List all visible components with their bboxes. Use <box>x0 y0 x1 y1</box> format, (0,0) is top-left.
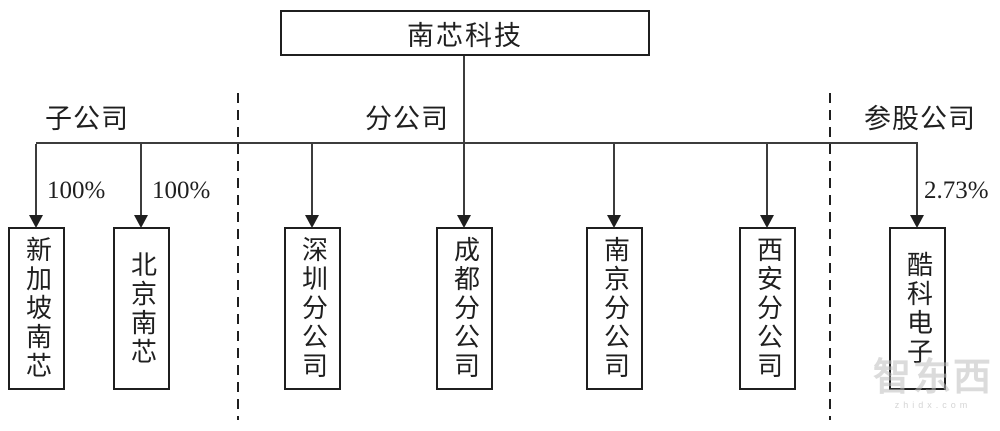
company-label-kuke: 酷科电子 <box>903 250 933 367</box>
company-box-chengdu: 成都分公司 <box>436 227 493 390</box>
company-label-chengdu: 成都分公司 <box>450 236 480 381</box>
section-divider-left <box>237 93 239 420</box>
connector-line-chengdu <box>463 144 465 216</box>
arrowhead-icon-chengdu <box>457 215 471 228</box>
company-box-singapore: 新加坡南芯 <box>8 227 65 390</box>
arrowhead-icon-xian <box>760 215 774 228</box>
ownership-label-kuke: 2.73% <box>924 177 989 204</box>
company-label-nanjing: 南京分公司 <box>600 236 630 381</box>
arrowhead-icon-beijing <box>134 215 148 228</box>
arrowhead-icon-shenzhen <box>305 215 319 228</box>
watermark-subtext: zhidx.com <box>894 399 972 410</box>
company-box-kuke: 酷科电子 <box>889 227 946 390</box>
connector-line-singapore <box>35 144 37 216</box>
horizontal-connector <box>36 142 918 144</box>
connector-line-nanjing <box>613 144 615 216</box>
section-divider-right <box>829 93 831 420</box>
connector-line-shenzhen <box>311 144 313 216</box>
company-box-shenzhen: 深圳分公司 <box>284 227 341 390</box>
ownership-label-singapore: 100% <box>47 177 106 204</box>
company-label-beijing: 北京南芯 <box>127 250 157 367</box>
connector-line-beijing <box>140 144 142 216</box>
arrowhead-icon-kuke <box>910 215 924 228</box>
connector-line-xian <box>766 144 768 216</box>
company-box-beijing: 北京南芯 <box>113 227 170 390</box>
company-label-singapore: 新加坡南芯 <box>22 236 52 381</box>
company-box-nanjing: 南京分公司 <box>586 227 643 390</box>
root-company-box: 南芯科技 <box>280 10 650 56</box>
section-label-invested: 参股公司 <box>864 104 976 134</box>
root-stem-connector <box>463 56 465 143</box>
root-company-label: 南芯科技 <box>407 20 523 51</box>
section-label-branches: 分公司 <box>365 104 449 134</box>
arrowhead-icon-singapore <box>29 215 43 228</box>
company-label-shenzhen: 深圳分公司 <box>298 236 328 381</box>
company-box-xian: 西安分公司 <box>739 227 796 390</box>
connector-line-kuke <box>916 144 918 216</box>
company-label-xian: 西安分公司 <box>753 236 783 381</box>
section-label-subsidiaries: 子公司 <box>45 104 129 134</box>
arrowhead-icon-nanjing <box>607 215 621 228</box>
ownership-label-beijing: 100% <box>152 177 211 204</box>
